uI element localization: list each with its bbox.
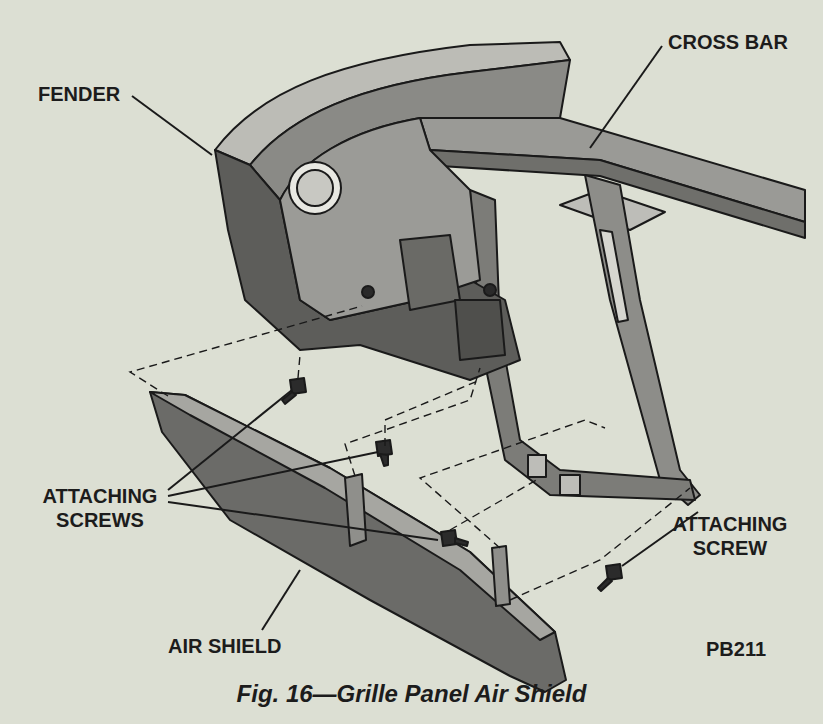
part-label: FENDER	[38, 82, 120, 106]
part-label: CROSS BAR	[668, 30, 788, 54]
figure-code: PB211	[706, 637, 766, 661]
part-label: AIR SHIELD	[168, 634, 281, 658]
figure-caption: Fig. 16—Grille Panel Air Shield	[0, 679, 823, 709]
part-label: ATTACHING SCREW	[652, 512, 808, 560]
part-label: ATTACHING SCREWS	[24, 484, 176, 532]
